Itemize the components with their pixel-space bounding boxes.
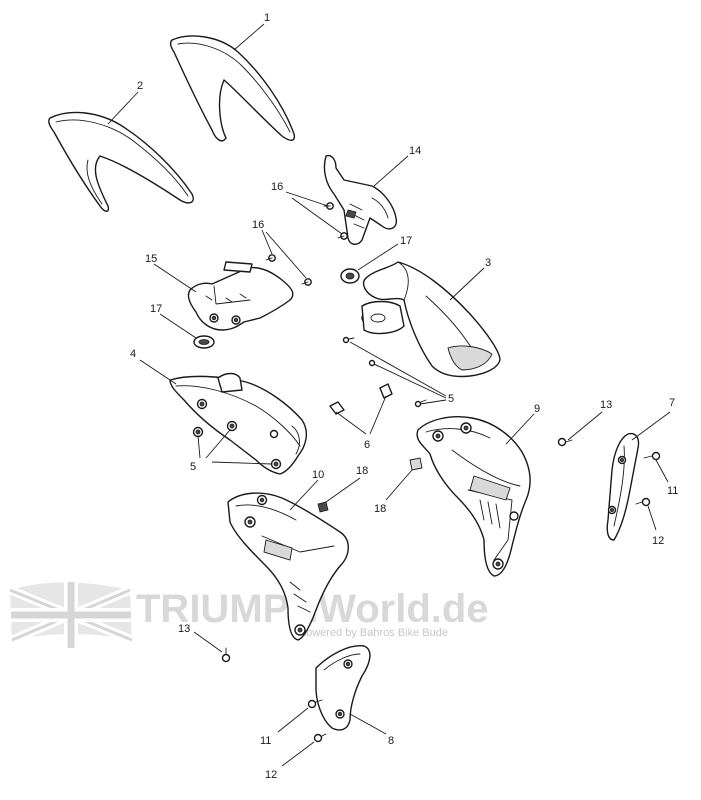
callout-11b: 11 [260,735,271,747]
leader-lines [107,23,671,767]
callout-3: 3 [485,257,491,269]
part-4-inner-panel [169,372,308,475]
callout-17b: 17 [150,303,162,315]
callout-18a: 18 [356,465,368,477]
part-12-screws [313,497,651,743]
part-14-upper-bracket [323,154,397,245]
callout-15: 15 [145,253,157,265]
part-17-grommets [193,268,360,349]
callout-5b: 5 [448,393,454,405]
part-18-square-nuts [317,457,423,513]
part-1-upper-side-panel [169,35,296,142]
part-2-lower-side-panel [48,111,194,212]
callout-5a: 5 [190,461,196,473]
callout-12b: 12 [265,769,277,781]
part-3-cowl-section [361,261,501,378]
callout-9: 9 [534,403,540,415]
callout-18b: 18 [374,503,386,515]
part-15-mounting-bracket [187,261,294,331]
callout-10: 10 [312,469,324,481]
callout-16b: 16 [252,219,264,231]
callout-2: 2 [137,80,143,92]
watermark-tagline: powered by Bahros Bike Bude [300,627,448,639]
callout-16a: 16 [271,181,283,193]
part-13-bolts [221,437,573,663]
part-8-lower-trim [315,645,371,731]
callout-14: 14 [409,145,421,157]
part-10-left-frame-cover [227,492,349,641]
callout-7: 7 [669,397,675,409]
part-9-right-frame-cover [416,416,531,577]
watermark: TRIUMPHWorld.de powered by Bahros Bike B… [8,582,489,648]
part-11-screws [307,451,661,709]
callout-13a: 13 [600,399,612,411]
callout-4: 4 [130,348,136,360]
union-jack-flag-icon [8,582,134,648]
callout-17a: 17 [400,235,412,247]
part-7-right-trim [606,432,640,541]
callout-13b: 13 [178,623,190,635]
callout-1: 1 [264,12,270,24]
part-16-bolts [265,202,348,286]
callout-12a: 12 [652,535,664,547]
callout-8: 8 [388,735,394,747]
callout-11a: 11 [667,485,678,497]
callout-labels: 1 2 3 4 5 5 6 7 8 9 10 11 11 12 12 13 13… [130,12,678,781]
part-6-square-clips [329,383,393,415]
callout-6: 6 [364,439,370,451]
